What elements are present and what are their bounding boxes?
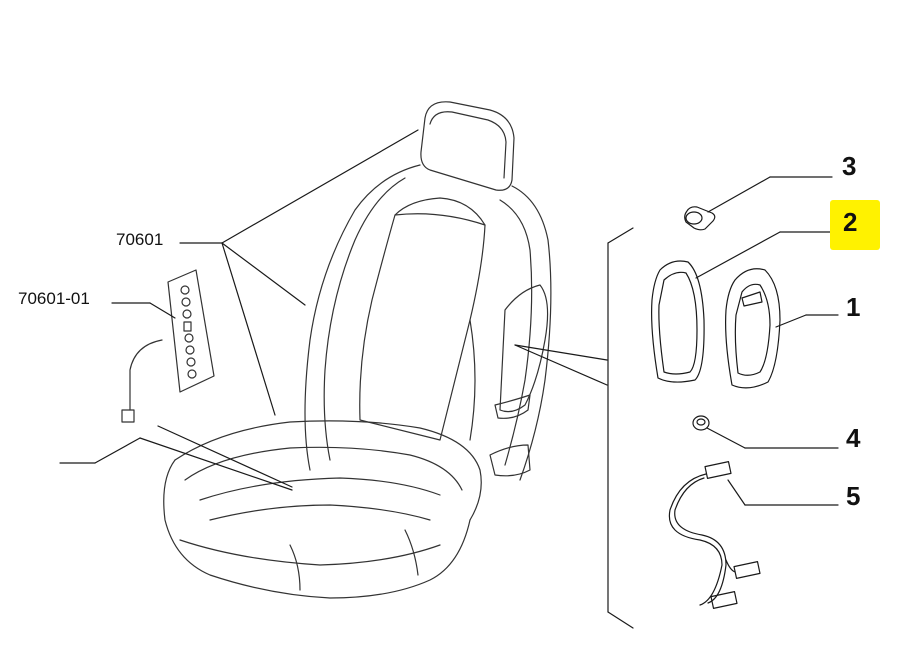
part-2-cover [651, 231, 839, 383]
label-part-2: 2 [843, 207, 858, 237]
part-5-harness [668, 461, 839, 609]
label-70601: 70601 [116, 230, 164, 249]
leader-70601-01 [111, 302, 176, 319]
part-2-highlight [830, 200, 880, 250]
part-1-cover [725, 268, 839, 389]
seat-illustration [163, 101, 552, 599]
bracket [607, 227, 634, 629]
label-part-5: 5 [846, 481, 861, 511]
leader-cushion [59, 425, 293, 491]
part-3-plug [684, 176, 833, 231]
leader-70601 [179, 129, 419, 416]
part-4-nut [692, 415, 839, 449]
connector-strip [121, 269, 215, 423]
leader-side [514, 344, 608, 386]
label-part-3: 3 [842, 151, 857, 181]
label-part-1: 1 [846, 292, 861, 322]
label-part-4: 4 [846, 423, 861, 453]
label-70601-01: 70601-01 [18, 289, 90, 308]
